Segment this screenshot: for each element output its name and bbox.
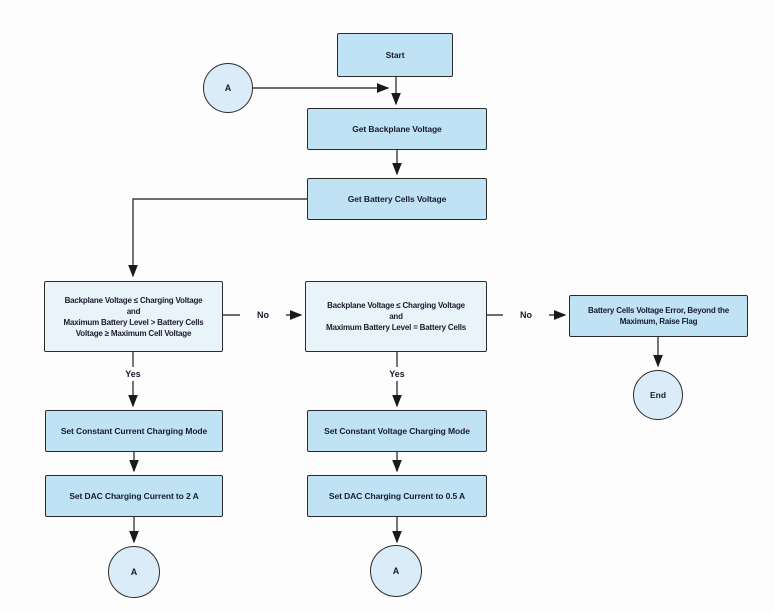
edge-label-yes-mid: Yes — [374, 367, 420, 381]
set-dac-current-2a-node: Set DAC Charging Current to 2 A — [45, 475, 223, 517]
edge-label-yes-left: Yes — [110, 367, 156, 381]
edge-battery-to-decision-left — [128, 198, 307, 278]
connector-a-top: A — [203, 63, 253, 113]
battery-voltage-error-node: Battery Cells Voltage Error, Beyond the … — [569, 295, 748, 337]
connector-a-bottom-left: A — [108, 546, 160, 598]
set-constant-current-mode-node: Set Constant Current Charging Mode — [45, 410, 223, 452]
set-constant-voltage-mode-node: Set Constant Voltage Charging Mode — [307, 410, 487, 452]
edge-label-no-left: No — [240, 308, 286, 322]
decision-constant-voltage: Backplane Voltage ≤ Charging Voltage and… — [305, 281, 487, 352]
get-backplane-voltage-node: Get Backplane Voltage — [307, 108, 487, 150]
edge-label-no-right: No — [503, 308, 549, 322]
end-terminal: End — [633, 370, 683, 420]
decision-constant-current: Backplane Voltage ≤ Charging Voltage and… — [44, 281, 223, 352]
set-dac-current-05a-node: Set DAC Charging Current to 0.5 A — [307, 475, 487, 517]
start-node: Start — [337, 33, 453, 77]
get-battery-cells-voltage-node: Get Battery Cells Voltage — [307, 178, 487, 220]
connector-a-bottom-mid: A — [370, 545, 422, 597]
